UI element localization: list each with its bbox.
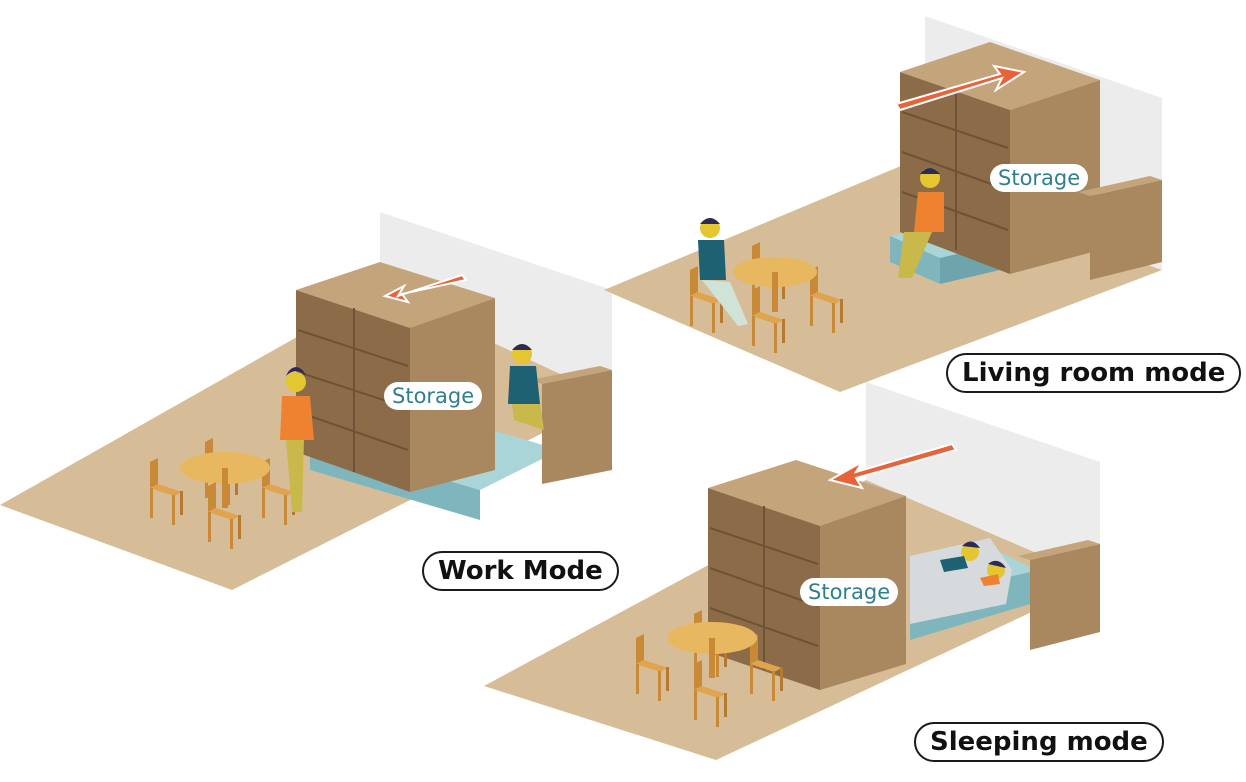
sleeping-mode-scene: Storage <box>484 382 1100 760</box>
sleeping-arrow-left-icon <box>827 442 958 490</box>
work-seated-person <box>508 344 544 430</box>
arrow-left-icon <box>382 273 468 304</box>
living-room-mode-label: Living room mode <box>946 353 1242 393</box>
work-wall <box>380 212 612 398</box>
work-storage-label: Storage <box>384 382 483 410</box>
living-table-person <box>698 218 748 326</box>
sleeping-people <box>940 541 1006 586</box>
living-mode-scene: Storage <box>604 16 1162 392</box>
sleeping-table-set <box>636 610 783 727</box>
living-table-set <box>690 242 843 353</box>
work-standing-person <box>280 367 314 512</box>
work-table-set <box>150 438 295 549</box>
sleeping-storage-label: Storage <box>800 578 899 606</box>
work-storage-shelf <box>296 262 495 492</box>
sleeping-mode-label: Sleeping mode <box>914 722 1164 762</box>
sleeping-side-cabinet <box>1030 544 1100 650</box>
sleeping-mattress <box>910 538 1012 624</box>
living-storage-label: Storage <box>990 164 1089 192</box>
arrow-right-icon <box>894 64 1027 112</box>
work-mode-label: Work Mode <box>422 551 619 591</box>
work-mode-scene: Storage <box>0 212 612 590</box>
sleeping-storage-shelf <box>708 460 906 690</box>
living-side-cabinet <box>1090 180 1162 280</box>
work-side-cabinet <box>542 370 612 484</box>
living-bed-person <box>898 168 944 278</box>
sleeping-wall <box>866 382 1100 580</box>
